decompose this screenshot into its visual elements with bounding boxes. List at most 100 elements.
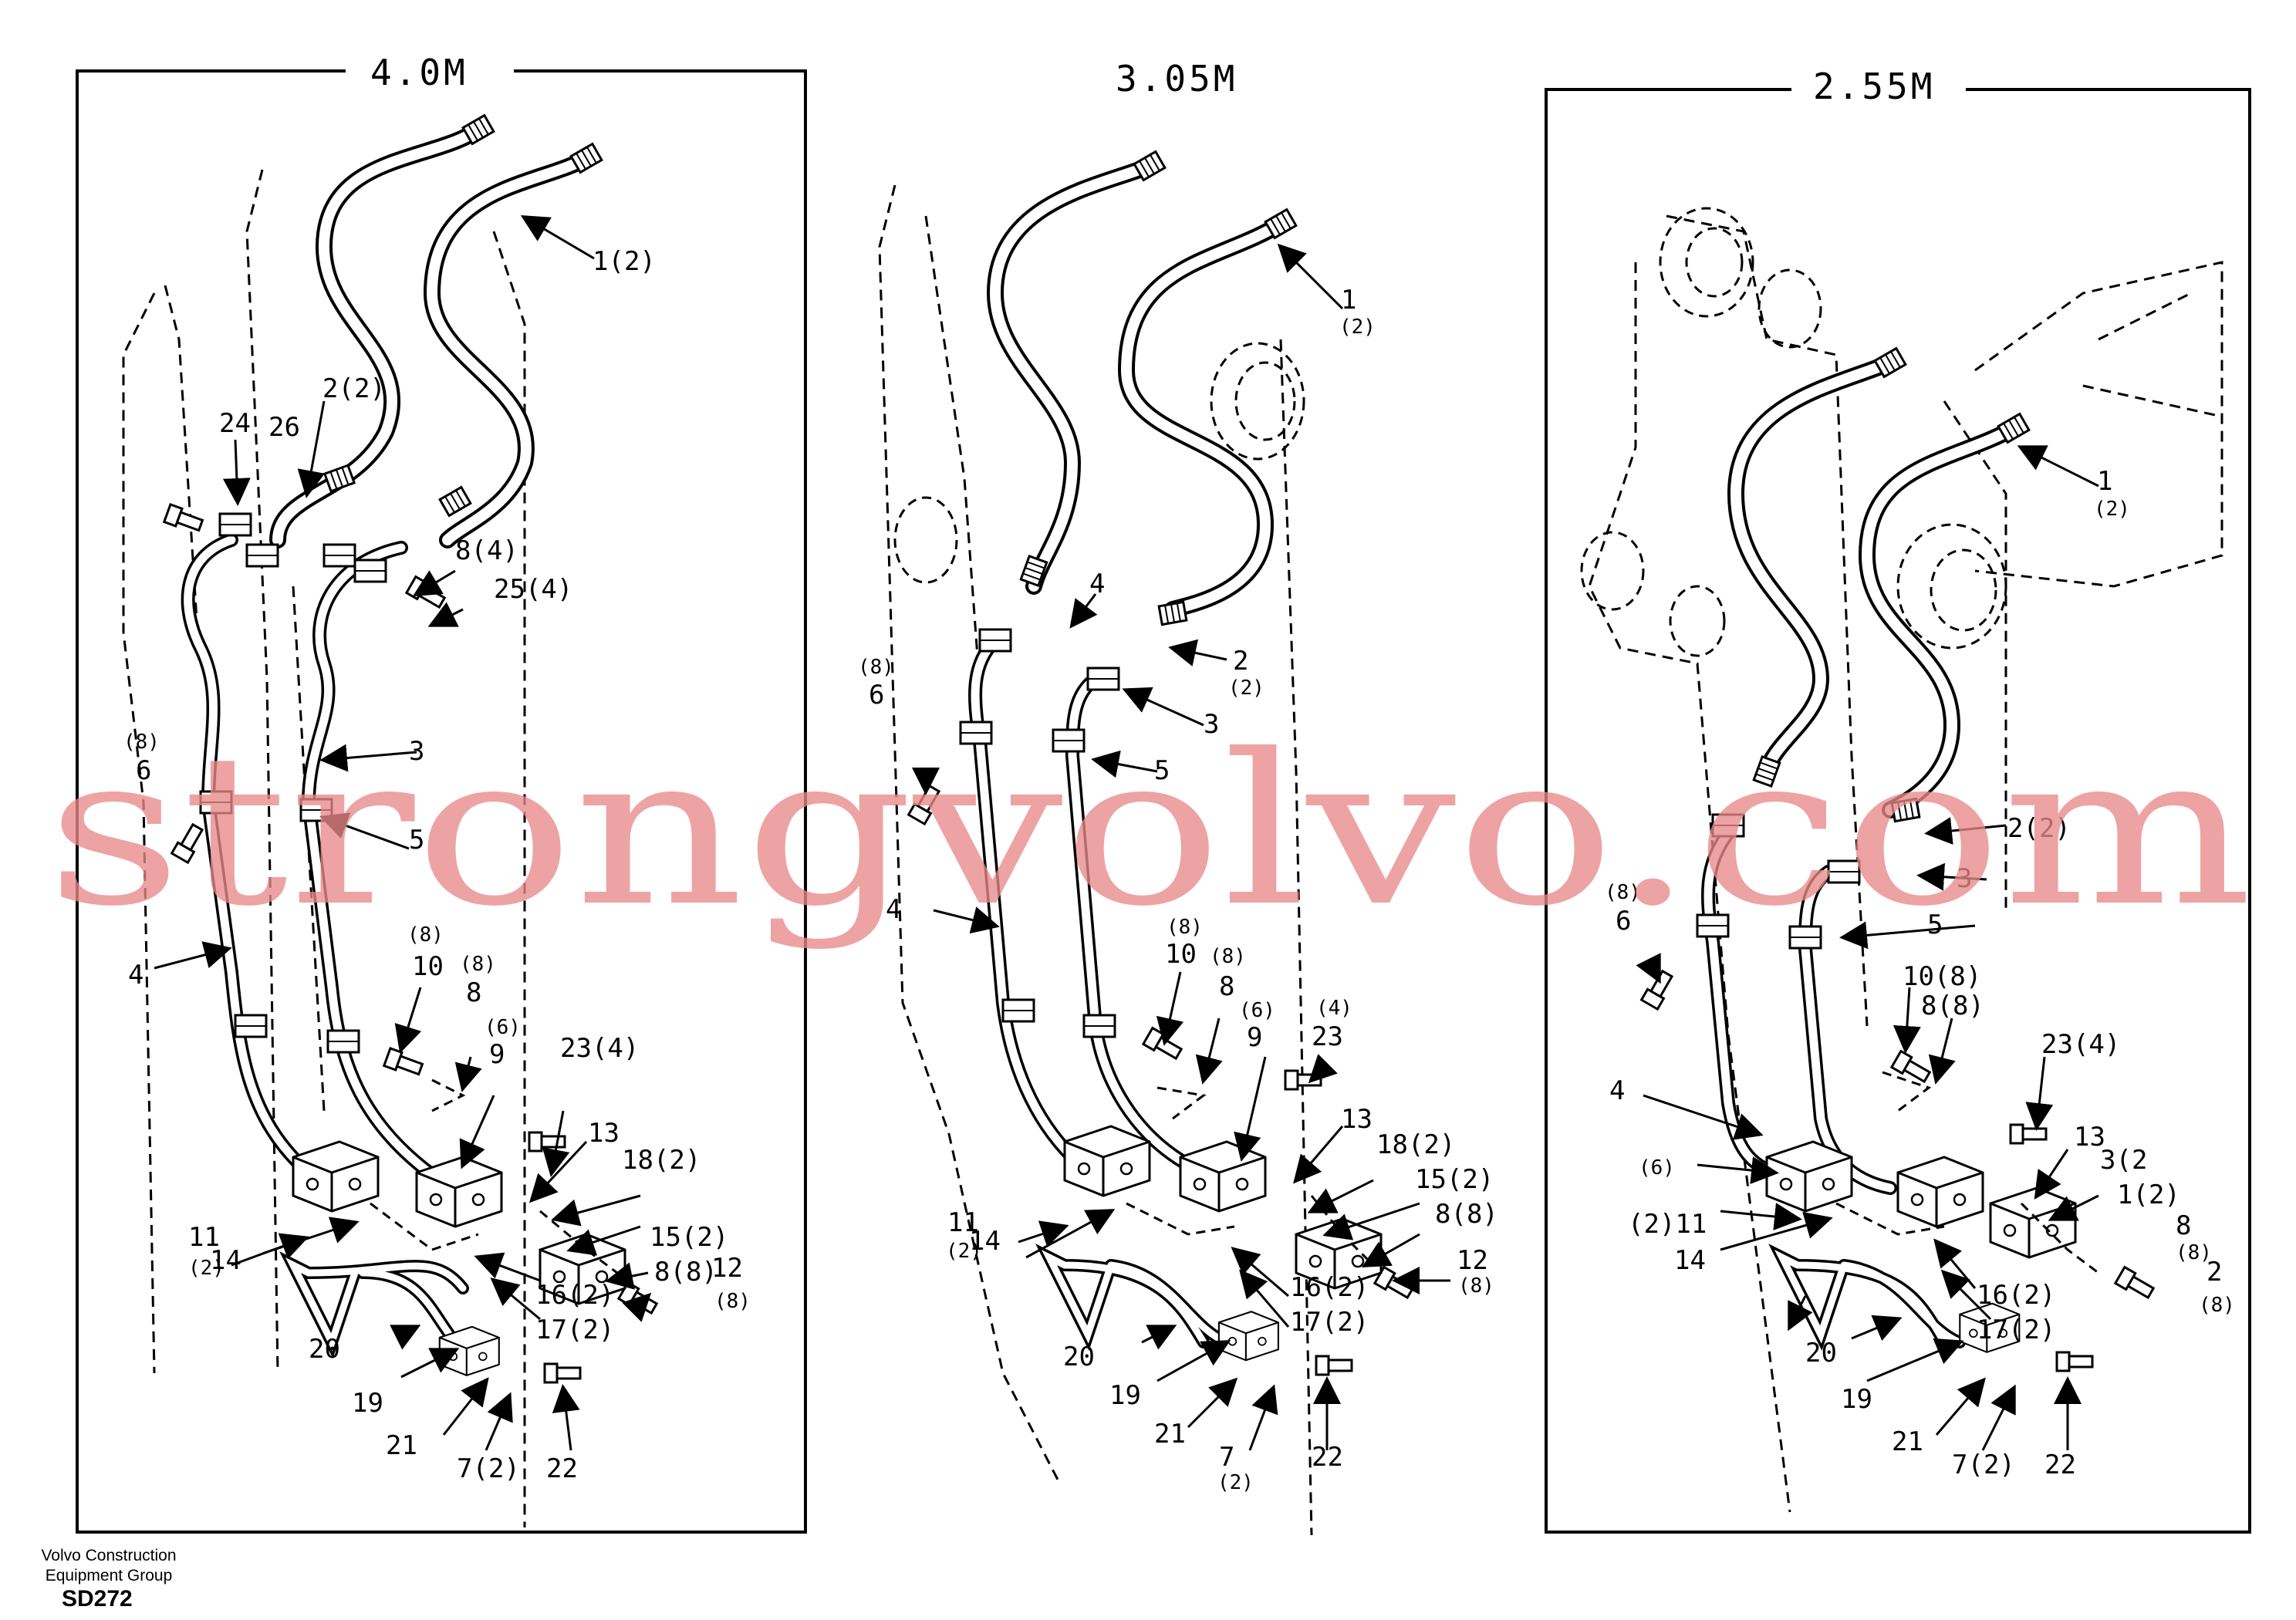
qty-label: (8) (407, 923, 444, 947)
part-label: 20 (309, 1334, 340, 1365)
qty-label: (2) (946, 1240, 982, 1263)
part-label: 19 (1109, 1380, 1141, 1411)
qty-label: (6) (1639, 1156, 1675, 1180)
part-label: 13 (1341, 1104, 1373, 1135)
part-label: 19 (352, 1388, 383, 1419)
part-label: 5 (409, 825, 424, 856)
part-label: 4 (1609, 1075, 1625, 1106)
panel-2-55m-labels: 2.55M 1 (2) 2(2) 3 (8) 6 5 10(8) 8(8) 23… (1605, 66, 2235, 1480)
part-label: 14 (969, 1226, 1001, 1257)
panel-3-05m: 3.05M 1 (2) 4 2 (2) 3 (8) 6 5 4 (8) 10 (… (858, 58, 1498, 1536)
part-label: 17(2) (1977, 1315, 2055, 1345)
part-label: 6 (136, 755, 151, 786)
part-label: 15(2) (1415, 1164, 1494, 1195)
part-label: 12 (711, 1253, 743, 1284)
qty-label: (2) (2094, 498, 2130, 521)
part-label: 21 (386, 1430, 417, 1461)
part-label: 9 (489, 1039, 505, 1070)
part-label: 11 (947, 1207, 979, 1238)
part-label: 8 (2176, 1210, 2191, 1241)
part-label: 3 (1204, 709, 1219, 740)
part-label: 10 (412, 951, 444, 982)
part-label: 11 (188, 1222, 220, 1253)
qty-label: (8) (1605, 881, 1641, 904)
part-label: 20 (1805, 1338, 1837, 1369)
qty-label: (6) (1239, 999, 1275, 1022)
part-label: 9 (1247, 1022, 1262, 1053)
part-label: 4 (886, 894, 901, 925)
panel-title: 2.55M (1813, 66, 1935, 107)
company-name: Volvo Construction Equipment Group (41, 1547, 177, 1585)
panel-title: 3.05M (1116, 58, 1237, 100)
qty-label: (8) (460, 953, 496, 976)
part-label: 2(2) (2007, 813, 2071, 844)
qty-label: (8) (123, 731, 160, 754)
part-label: 18(2) (622, 1145, 701, 1176)
part-label: 3 (1957, 863, 1972, 894)
panel-4m: 4.0M 1(2) 2(2) 24 26 8(4) 25(4) (8) 6 3 … (76, 52, 807, 1534)
panel-4m-labels: 4.0M 1(2) 2(2) 24 26 8(4) 25(4) (8) 6 3 … (123, 52, 751, 1484)
part-label: (2)11 (1628, 1209, 1707, 1240)
part-label: 14 (1674, 1245, 1706, 1276)
qty-label: (6) (485, 1016, 521, 1039)
part-label: 25(4) (494, 574, 572, 605)
part-label: 1(2) (593, 246, 656, 277)
part-label: 22 (546, 1453, 578, 1484)
watermark-text: strongvolvo.com (46, 709, 2253, 952)
part-label: 2(2) (322, 373, 386, 404)
part-label: 22 (1312, 1442, 1343, 1473)
part-label: 23(4) (2041, 1029, 2120, 1060)
qty-label: (8) (858, 656, 894, 679)
part-label: 6 (869, 680, 884, 710)
part-label: 22 (2044, 1450, 2076, 1480)
part-label: 21 (1892, 1426, 1923, 1457)
part-label: 1 (2097, 466, 2112, 497)
part-label: 8 (466, 977, 481, 1008)
part-label: 3 (409, 736, 424, 767)
part-label: 1 (1341, 285, 1356, 316)
qty-label: (2) (1228, 677, 1264, 700)
panel-2-55m: 2.55M 1 (2) 2(2) 3 (8) 6 5 10(8) 8(8) 23… (1545, 66, 2251, 1534)
qty-label: (2) (188, 1257, 225, 1280)
part-label: 17(2) (1290, 1307, 1369, 1338)
panel-3-05m-labels: 3.05M 1 (2) 4 2 (2) 3 (8) 6 5 4 (8) 10 (… (858, 58, 1498, 1494)
part-label: 24 (219, 408, 251, 439)
part-label: 7(2) (1952, 1450, 2015, 1480)
qty-label: (8) (1167, 916, 1203, 939)
part-label: 23(4) (560, 1033, 639, 1064)
drawing-code: SD272 (62, 1586, 133, 1612)
part-label: 7(2) (457, 1453, 520, 1484)
part-label: 21 (1154, 1419, 1186, 1450)
qty-label: (8) (2176, 1241, 2212, 1264)
part-label: 4 (128, 960, 144, 991)
part-label: 16(2) (1977, 1280, 2055, 1311)
part-label: 10(8) (1903, 961, 1981, 992)
part-label: 13 (588, 1118, 620, 1149)
part-label: 3(2 (2100, 1145, 2147, 1176)
part-label: 8(4) (455, 535, 518, 566)
part-label: 4 (1089, 569, 1105, 599)
part-label: 12 (1457, 1245, 1488, 1276)
qty-label: (8) (1210, 945, 1246, 968)
part-label: 16(2) (535, 1280, 614, 1311)
part-label: 18(2) (1376, 1129, 1455, 1160)
qty-label: (8) (2199, 1294, 2235, 1317)
part-label: 8(8) (654, 1257, 718, 1288)
qty-label: (8) (1458, 1274, 1494, 1298)
panel-title: 4.0M (370, 52, 468, 93)
part-label: 10 (1165, 939, 1197, 970)
part-label: 8 (1219, 971, 1234, 1002)
qty-label: (8) (714, 1290, 751, 1313)
part-label: 19 (1841, 1384, 1872, 1415)
part-label: 7 (1219, 1442, 1234, 1473)
part-label: 2 (1233, 646, 1248, 677)
part-label: 26 (268, 412, 300, 443)
part-label: 20 (1063, 1342, 1095, 1372)
part-label: 13 (2074, 1122, 2105, 1153)
part-label: 14 (210, 1245, 241, 1276)
part-label: 17(2) (535, 1315, 614, 1345)
part-label: 5 (1154, 755, 1170, 786)
part-label: 16(2) (1290, 1272, 1369, 1303)
part-label: 8(8) (1921, 991, 1984, 1021)
